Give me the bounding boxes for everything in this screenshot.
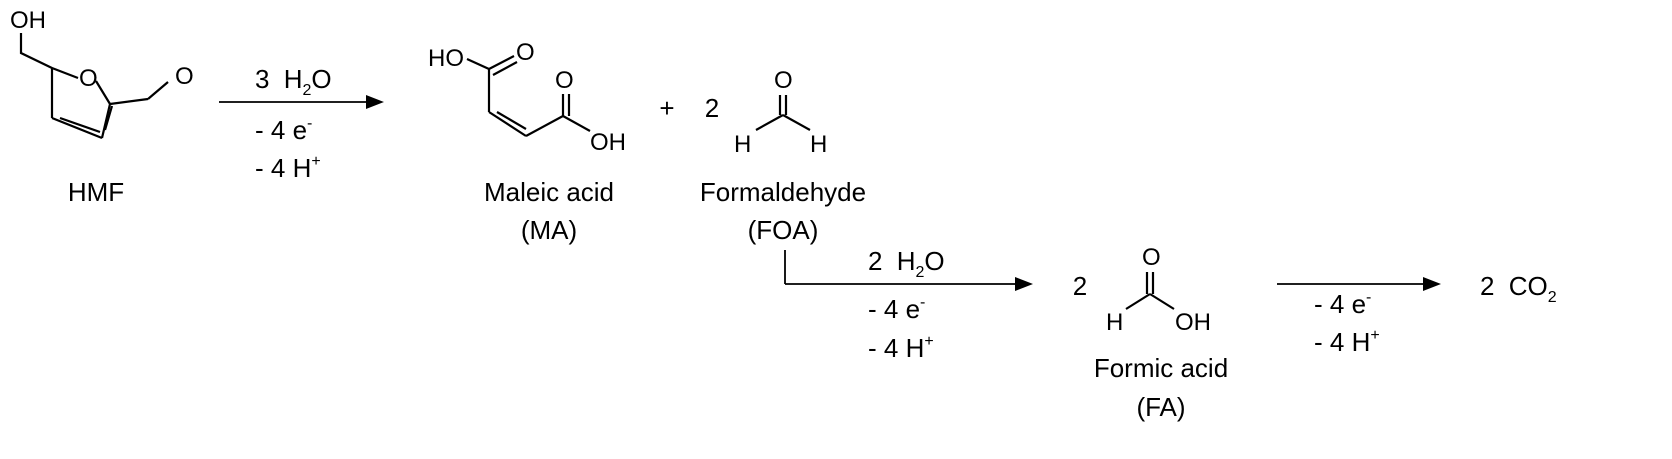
step2-water-h: H <box>897 246 916 276</box>
step1-water-coefficient: 3 <box>255 64 269 94</box>
co2-product: 2 CO2 <box>1480 271 1557 306</box>
step2-electrons-charge: - <box>920 294 925 311</box>
foa-bonds <box>755 95 811 131</box>
step2-electrons-text: - 4 e <box>868 294 920 324</box>
co2-coefficient: 2 <box>1480 271 1494 301</box>
fa-oh-label: OH <box>1175 309 1211 336</box>
step3-electrons-text: - 4 e <box>1314 289 1366 319</box>
fa-bonds <box>1125 272 1175 310</box>
svg-text:2 H2O: 2 H2O <box>868 246 945 281</box>
maleic-acid-structure: HO O O OH <box>428 39 626 156</box>
plus-sign: + <box>659 93 674 123</box>
step1-water-h: H <box>284 64 303 94</box>
hmf-aldehyde-oxygen-label: O <box>175 63 194 90</box>
co2-subscript: 2 <box>1548 289 1557 306</box>
step1-protons-charge: + <box>311 153 320 170</box>
step2-protons-charge: + <box>924 333 933 350</box>
foa-name: Formaldehyde <box>700 177 866 207</box>
step2-water-reagent: 2 H2O <box>868 246 945 281</box>
hmf-bonds <box>19 33 169 140</box>
foa-oxygen-label: O <box>774 67 793 94</box>
step1-electrons: - 4 e- <box>255 115 312 145</box>
foa-left-hydrogen: H <box>734 131 751 158</box>
ma-oh-label: OH <box>590 129 626 156</box>
step1-electrons-charge: - <box>307 115 312 132</box>
step2-water-coefficient: 2 <box>868 246 882 276</box>
ma-left-carbonyl-oxygen: O <box>516 39 535 66</box>
step1-electrons-text: - 4 e <box>255 115 307 145</box>
step3-electrons: - 4 e- <box>1314 289 1371 319</box>
fa-coefficient: 2 <box>1073 271 1087 301</box>
fa-abbreviation: (FA) <box>1136 392 1185 422</box>
foa-coefficient: 2 <box>705 93 719 123</box>
hmf-double-bonds <box>59 105 114 134</box>
fa-name: Formic acid <box>1094 353 1228 383</box>
step1-arrow <box>219 95 384 109</box>
hmf-structure: OH O O <box>10 7 194 140</box>
hmf-name: HMF <box>68 177 124 207</box>
step3-protons: - 4 H+ <box>1314 327 1380 357</box>
fa-hydrogen-label: H <box>1106 309 1123 336</box>
foa-abbreviation: (FOA) <box>748 215 819 245</box>
ma-name: Maleic acid <box>484 177 614 207</box>
fa-oxygen-label: O <box>1142 244 1161 271</box>
step3-electrons-charge: - <box>1366 289 1371 306</box>
step1-protons-text: - 4 H <box>255 153 311 183</box>
step1-water-o: O <box>311 64 331 94</box>
svg-text:3 H2O: 3 H2O <box>255 64 332 99</box>
step2-protons-text: - 4 H <box>868 333 924 363</box>
ma-right-carbonyl-oxygen: O <box>555 67 574 94</box>
foa-right-hydrogen: H <box>810 131 827 158</box>
formic-acid-structure: O H OH <box>1106 244 1211 336</box>
step3-protons-text: - 4 H <box>1314 327 1370 357</box>
step1-water-reagent: 3 H2O <box>255 64 332 99</box>
step2-arrow <box>784 250 1033 291</box>
ma-double-bonds <box>492 61 571 130</box>
step3-arrow <box>1277 277 1441 291</box>
co2-formula: CO <box>1509 271 1548 301</box>
ma-abbreviation: (MA) <box>521 215 577 245</box>
step2-electrons: - 4 e- <box>868 294 925 324</box>
step2-water-o: O <box>924 246 944 276</box>
ma-bonds <box>466 55 591 137</box>
step1-water-subscript: 2 <box>302 82 311 99</box>
ma-ho-label: HO <box>428 45 464 72</box>
formaldehyde-structure: O H H <box>734 67 827 158</box>
hmf-ring-oxygen-label: O <box>79 65 98 92</box>
hmf-oh-label: OH <box>10 7 46 34</box>
step3-protons-charge: + <box>1370 327 1379 344</box>
step2-water-subscript: 2 <box>915 264 924 281</box>
step1-protons: - 4 H+ <box>255 153 321 183</box>
step2-protons: - 4 H+ <box>868 333 934 363</box>
